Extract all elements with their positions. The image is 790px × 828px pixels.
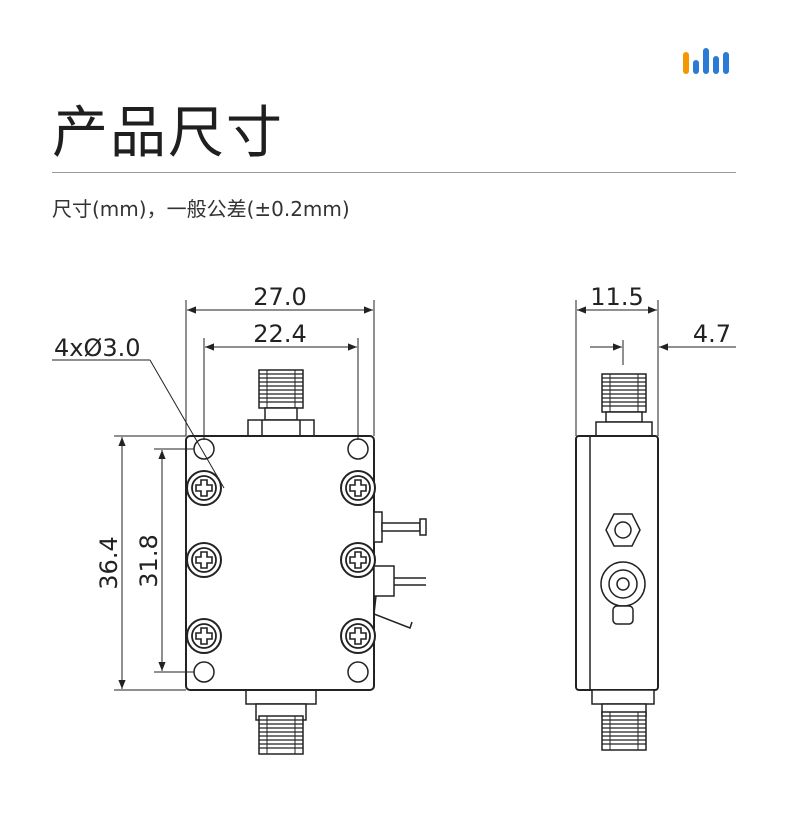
logo-bar-3 bbox=[703, 48, 709, 74]
feedthrough-pin bbox=[373, 511, 427, 543]
side-bottom-connector bbox=[591, 689, 655, 751]
title-divider bbox=[52, 172, 736, 173]
logo-bar-2 bbox=[693, 60, 699, 74]
dim-height-holes: 31.8 bbox=[135, 534, 163, 587]
side-sma-port bbox=[600, 561, 646, 625]
front-dimensions bbox=[52, 300, 375, 691]
side-top-connector bbox=[595, 373, 653, 437]
dim-hole-callout: 4xØ3.0 bbox=[54, 334, 141, 362]
tolerance-note: 尺寸(mm)，一般公差(±0.2mm) bbox=[52, 197, 350, 221]
screw-6 bbox=[340, 618, 376, 654]
top-sma-connector bbox=[247, 369, 315, 439]
dim-width-outer: 27.0 bbox=[253, 283, 306, 311]
screw-5 bbox=[186, 618, 222, 654]
logo-bar-5 bbox=[723, 52, 729, 74]
mounting-hole-br bbox=[347, 661, 369, 683]
hole-leader bbox=[149, 359, 225, 489]
side-view bbox=[575, 373, 659, 751]
screw-2 bbox=[340, 470, 376, 506]
dim-depth: 11.5 bbox=[590, 283, 643, 311]
bottom-sma-connector bbox=[245, 689, 317, 755]
dim-width-holes: 22.4 bbox=[253, 320, 306, 348]
side-dimensions bbox=[575, 300, 736, 436]
screw-1 bbox=[186, 470, 222, 506]
screw-3 bbox=[186, 542, 222, 578]
brand-logo bbox=[683, 48, 729, 74]
logo-bar-1 bbox=[683, 52, 689, 74]
mounting-hole-bl bbox=[193, 661, 215, 683]
mounting-hole-tr bbox=[347, 438, 369, 460]
ground-tab bbox=[373, 565, 426, 629]
page-title: 产品尺寸 bbox=[52, 101, 284, 166]
dim-height-outer: 36.4 bbox=[95, 536, 123, 589]
side-hex-nut bbox=[605, 513, 641, 547]
dim-connector-offset: 4.7 bbox=[693, 320, 731, 348]
front-view bbox=[185, 369, 427, 755]
screw-4 bbox=[340, 542, 376, 578]
logo-bar-4 bbox=[713, 56, 719, 74]
